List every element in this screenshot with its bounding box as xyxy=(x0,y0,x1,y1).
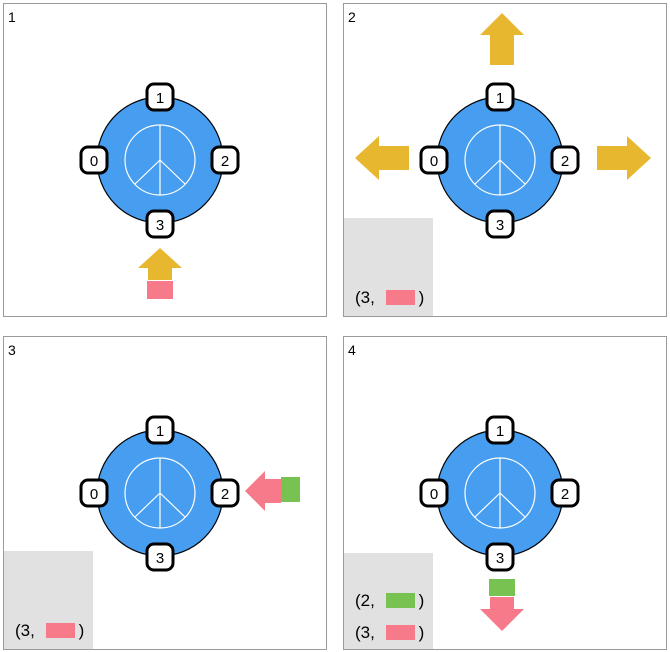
packet-pink xyxy=(385,290,415,305)
port-3: 3 xyxy=(145,542,175,572)
panel-number: 1 xyxy=(8,9,16,25)
packet-green xyxy=(281,477,300,502)
memory-entry: (3, ) xyxy=(15,621,85,640)
router-node: 0 1 2 3 xyxy=(79,415,240,572)
panel-number: 3 xyxy=(8,342,16,358)
port-1: 1 xyxy=(485,82,515,112)
port-1: 1 xyxy=(145,82,175,112)
svg-text:2: 2 xyxy=(561,153,569,170)
panel-1: 1 0 1 2 3 xyxy=(3,3,327,317)
outgoing-arrow-up xyxy=(480,13,524,65)
svg-text:0: 0 xyxy=(430,153,438,170)
memory-table: (3, ) xyxy=(344,218,433,316)
port-0: 0 xyxy=(79,145,109,175)
svg-text:2: 2 xyxy=(221,486,229,503)
port-3: 3 xyxy=(485,542,515,572)
port-2: 2 xyxy=(210,145,240,175)
port-2: 2 xyxy=(550,145,580,175)
svg-text:1: 1 xyxy=(496,423,504,440)
port-3: 3 xyxy=(485,209,515,239)
svg-text:3: 3 xyxy=(496,217,504,234)
outgoing-arrow-down xyxy=(480,579,524,631)
panel-number: 4 xyxy=(348,342,356,358)
memory-table: (3, ) xyxy=(4,551,93,649)
panel-4: 4 (2, ) (3, ) 0 1 2 3 xyxy=(343,336,667,650)
packet-green xyxy=(489,579,515,596)
memory-entry: (2, ) xyxy=(355,591,425,610)
outgoing-arrow-left xyxy=(355,136,409,180)
port-0: 0 xyxy=(419,478,449,508)
svg-text:0: 0 xyxy=(430,486,438,503)
port-1: 1 xyxy=(145,415,175,445)
packet-pink xyxy=(147,281,173,299)
svg-text:0: 0 xyxy=(90,153,98,170)
svg-text:1: 1 xyxy=(156,423,164,440)
svg-text:1: 1 xyxy=(156,90,164,107)
panel-2: 2 (3, ) 0 1 2 3 xyxy=(343,3,667,317)
packet-pink xyxy=(385,625,415,640)
svg-text:3: 3 xyxy=(496,550,504,567)
packet-green xyxy=(385,593,415,608)
port-3: 3 xyxy=(145,209,175,239)
incoming-arrow-left xyxy=(245,471,300,511)
memory-entry: (3, ) xyxy=(355,288,425,307)
router-node: 0 1 2 3 xyxy=(419,82,580,239)
svg-text:3: 3 xyxy=(156,217,164,234)
svg-text:2: 2 xyxy=(561,486,569,503)
router-node: 0 1 2 3 xyxy=(79,82,240,239)
svg-text:1: 1 xyxy=(496,90,504,107)
port-0: 0 xyxy=(79,478,109,508)
outgoing-arrow-right xyxy=(597,136,651,180)
memory-entry: (3, ) xyxy=(355,623,425,642)
panel-3: 3 (3, ) 0 1 2 3 xyxy=(3,336,327,650)
memory-table: (2, ) (3, ) xyxy=(344,553,433,649)
router-node: 0 1 2 3 xyxy=(419,415,580,572)
svg-text:3: 3 xyxy=(156,550,164,567)
port-1: 1 xyxy=(485,415,515,445)
port-2: 2 xyxy=(550,478,580,508)
incoming-arrow-up xyxy=(138,248,182,299)
port-2: 2 xyxy=(210,478,240,508)
svg-text:0: 0 xyxy=(90,486,98,503)
svg-text:2: 2 xyxy=(221,153,229,170)
port-0: 0 xyxy=(419,145,449,175)
packet-pink xyxy=(45,623,75,638)
panel-number: 2 xyxy=(348,9,356,25)
